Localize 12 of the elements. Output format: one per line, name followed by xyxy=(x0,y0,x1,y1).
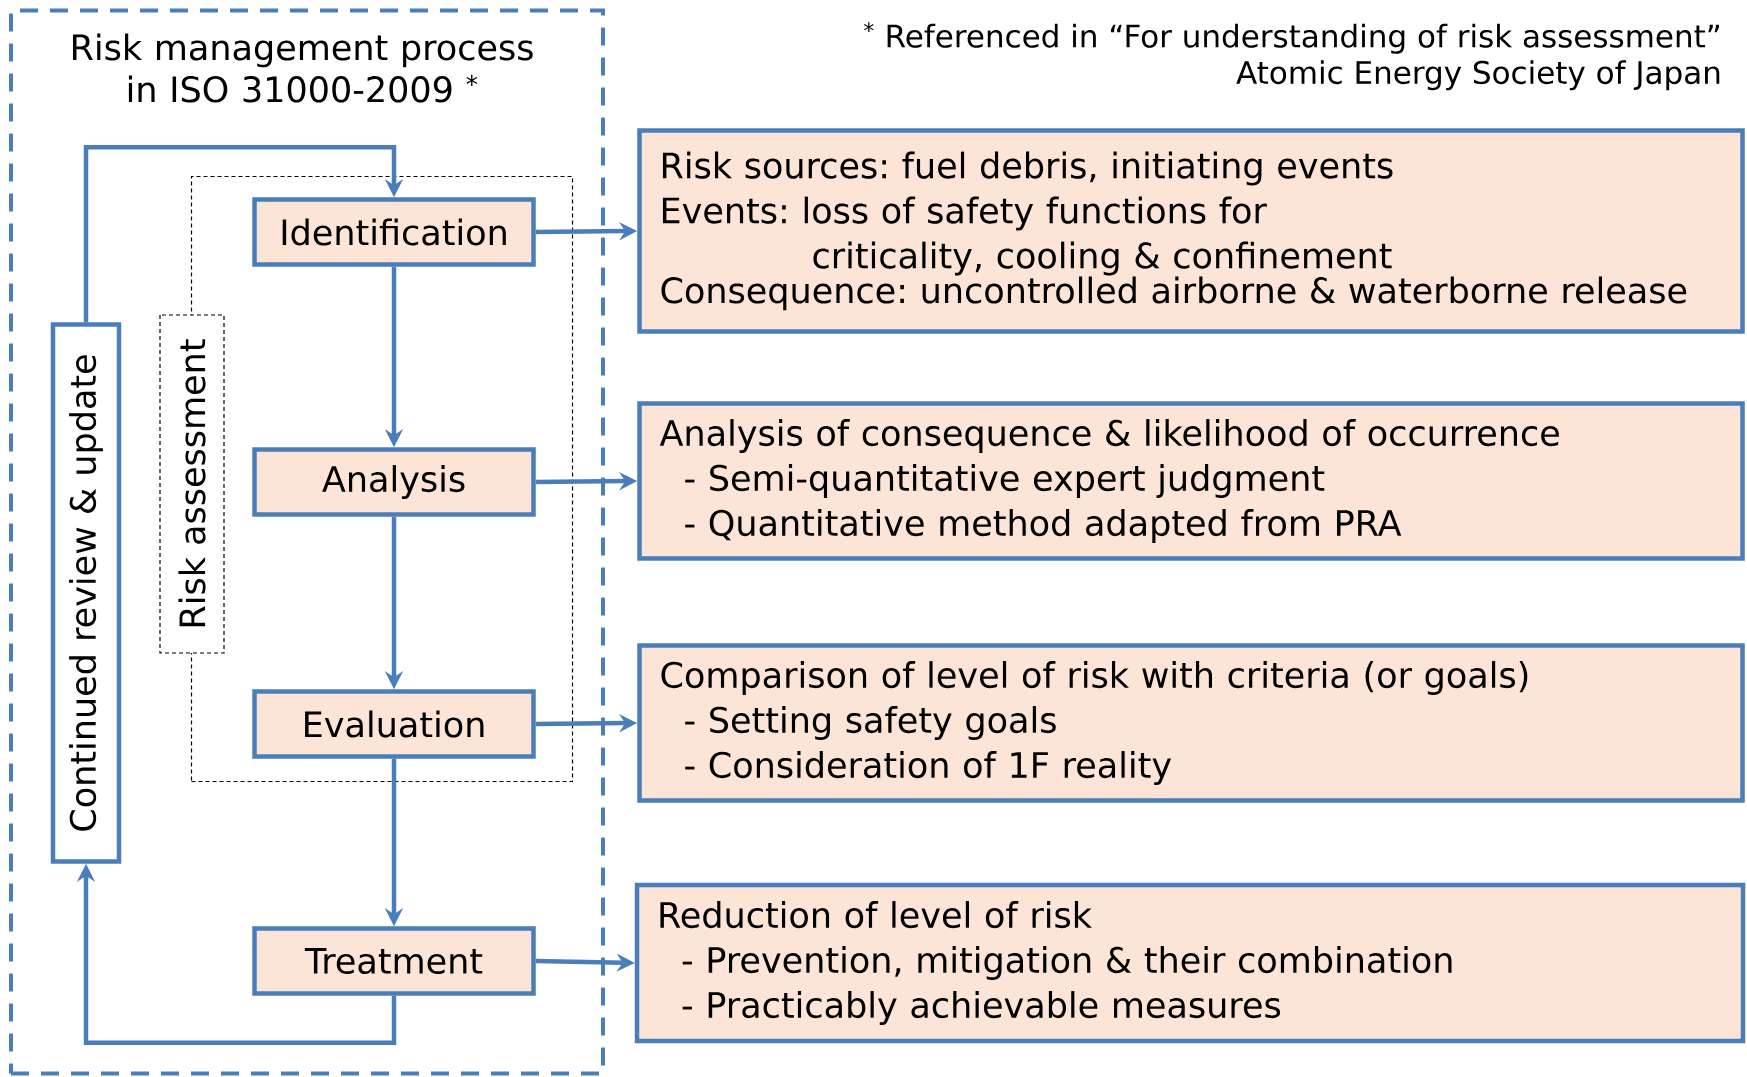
description-box: Analysis of consequence & likelihood of occurrence - Semi-quantitative expert judgment - Quantitative method adapted from PRA xyxy=(637,401,1745,561)
process-box: Evaluation xyxy=(252,689,536,759)
description-box: Reduction of level of risk - Prevention, mitigation & their combination - Practicably achievable measures xyxy=(634,882,1746,1044)
description-box: Risk sources: fuel debris, initiating events Events: loss of safety functions for criticality, cooling & confinement Consequence: uncontrolled airborne & waterborne release xyxy=(637,128,1745,334)
note-text: Atomic Energy Society of Japan xyxy=(1236,60,1720,91)
process-box: Identification xyxy=(252,197,536,267)
description-box: Comparison of level of risk with criteria (or goals) - Setting safety goals - Consideration of 1F reality xyxy=(637,643,1745,803)
arrow xyxy=(83,145,404,323)
process-box: Analysis xyxy=(252,447,536,517)
review-box: Continued review & update xyxy=(50,322,122,864)
process-box: Treatment xyxy=(252,926,536,996)
note-text: $^{*}$ Referenced in “For understanding of risk assessment” xyxy=(864,22,1720,54)
